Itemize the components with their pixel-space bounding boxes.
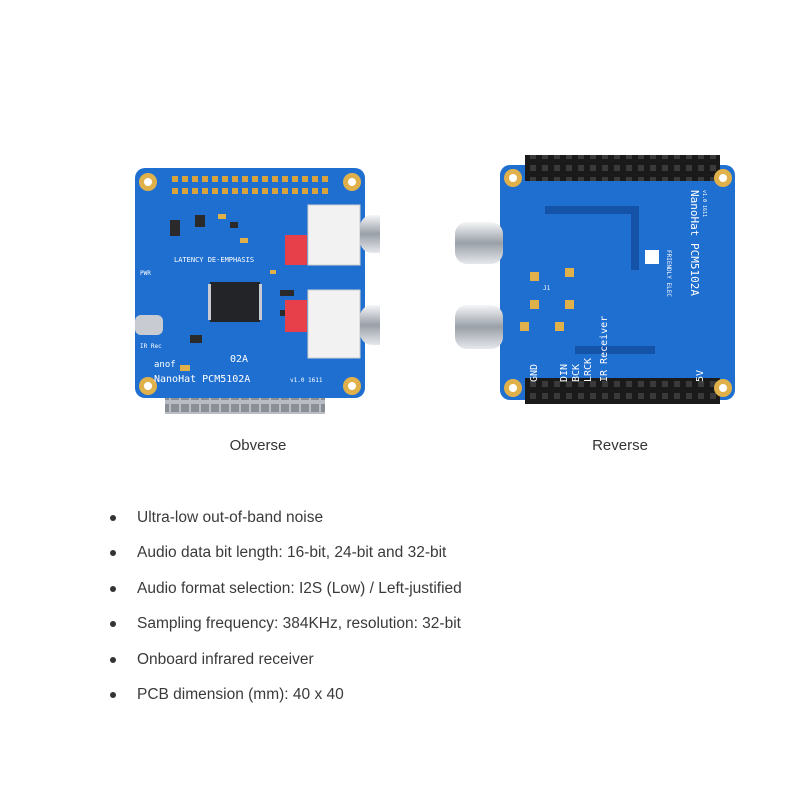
- silk-chip-label: 02A: [230, 354, 248, 365]
- obverse-board-photo: LATENCY DE-EMPHASIS PWR IR Rec 02A anof …: [135, 168, 380, 414]
- silk-gnd: GND: [529, 364, 540, 382]
- pcb-board-reverse: [500, 165, 735, 400]
- switch-red-top: [285, 235, 307, 265]
- rca-housing-top: [307, 204, 361, 266]
- friendly-elec-logo: [645, 250, 659, 264]
- feature-text: Onboard infrared receiver: [137, 650, 314, 668]
- silk-din: DIN: [559, 364, 570, 382]
- bullet-icon: [110, 621, 116, 628]
- feature-text: Audio format selection: I2S (Low) / Left…: [137, 579, 462, 597]
- rca-housing-bottom: [307, 289, 361, 359]
- feature-item: PCB dimension (mm): 40 x 40: [110, 683, 462, 718]
- silk-latency-label: LATENCY DE-EMPHASIS: [174, 256, 254, 264]
- silk-model-reverse: NanoHat PCM5102A: [688, 190, 701, 296]
- silk-5v: 5V: [695, 370, 706, 382]
- j1-solder-pads: [520, 268, 574, 331]
- switch-red-bottom: [285, 300, 307, 332]
- feature-text: Audio data bit length: 16-bit, 24-bit an…: [137, 544, 447, 562]
- silk-pwr-label: PWR: [140, 270, 151, 277]
- ir-receiver: [135, 315, 163, 335]
- feature-list: Ultra-low out-of-band noise Audio data b…: [110, 506, 462, 718]
- feature-text: Sampling frequency: 384KHz, resolution: …: [137, 615, 461, 633]
- bullet-icon: [110, 550, 116, 557]
- feature-item: Onboard infrared receiver: [110, 648, 462, 683]
- bullet-icon: [110, 656, 116, 663]
- feature-item: Audio data bit length: 16-bit, 24-bit an…: [110, 541, 462, 576]
- feature-item: Ultra-low out-of-band noise: [110, 506, 462, 541]
- bullet-icon: [110, 515, 116, 521]
- silk-j1: J1: [543, 285, 551, 292]
- bullet-icon: [110, 691, 116, 698]
- feature-item: Audio format selection: I2S (Low) / Left…: [110, 577, 462, 612]
- reverse-board-photo: J1 GND DIN BCK LRCK IR Receiver 5V FRIEN…: [455, 155, 735, 404]
- feature-text: PCB dimension (mm): 40 x 40: [137, 685, 344, 703]
- rca-jack-bottom-reverse: [455, 305, 503, 349]
- silk-brand: anof: [154, 360, 176, 370]
- silk-ir-label: IR Rec: [140, 343, 162, 350]
- dac-chip: [210, 282, 260, 322]
- silk-version: v1.0 1611: [290, 377, 323, 384]
- bullet-icon: [110, 585, 116, 592]
- rca-jack-top: [360, 215, 380, 253]
- caption-obverse: Obverse: [229, 437, 287, 454]
- silk-lrck: LRCK: [583, 358, 594, 382]
- silk-brand-reverse: FRIENDLY ELEC: [665, 250, 672, 297]
- top-pin-row: [170, 172, 330, 196]
- silk-version-reverse: v1.0 1611: [701, 190, 707, 217]
- silk-bck: BCK: [571, 364, 582, 382]
- feature-text: Ultra-low out-of-band noise: [137, 509, 324, 526]
- rca-jack-bottom: [360, 305, 380, 345]
- feature-item: Sampling frequency: 384KHz, resolution: …: [110, 612, 462, 647]
- rca-jack-top-reverse: [455, 222, 503, 264]
- silk-model: NanoHat PCM5102A: [154, 374, 250, 385]
- caption-reverse: Reverse: [592, 437, 648, 454]
- silk-ir-receiver: IR Receiver: [599, 316, 610, 382]
